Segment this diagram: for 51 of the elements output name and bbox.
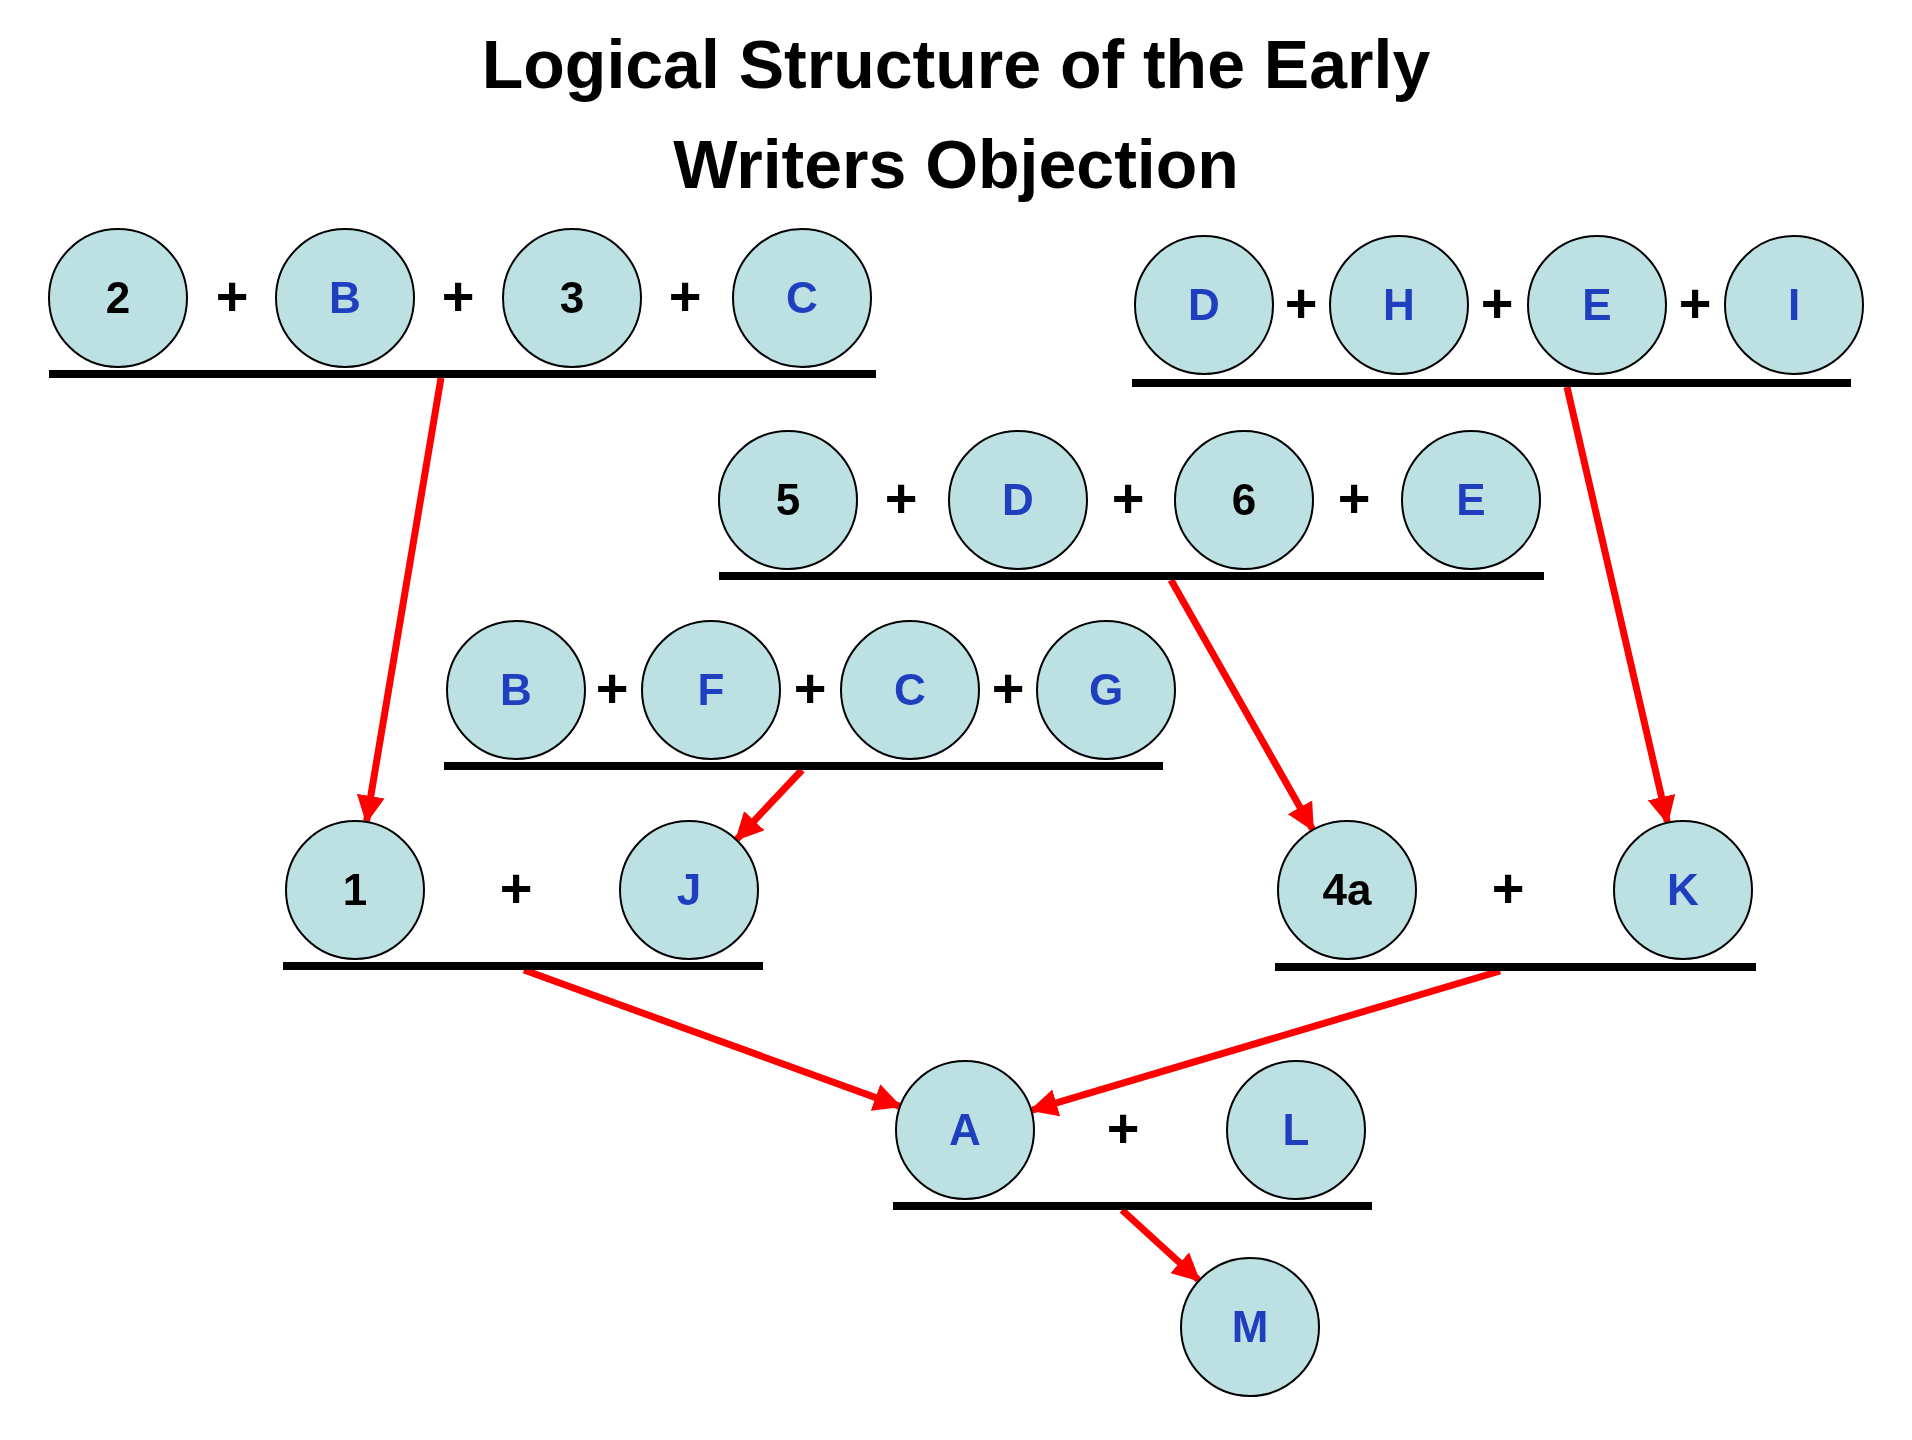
- statement-circle: B: [446, 620, 586, 760]
- statement-circle: D: [1134, 235, 1274, 375]
- arrow: [1167, 578, 1316, 832]
- plus-sign: +: [1336, 470, 1372, 526]
- statement-circle: F: [641, 620, 781, 760]
- plus-sign: +: [1479, 275, 1515, 331]
- plus-sign: +: [1677, 275, 1713, 331]
- statement-circle: I: [1724, 235, 1864, 375]
- statement-circle: 4a: [1277, 820, 1417, 960]
- plus-sign: +: [1105, 1100, 1141, 1156]
- plus-sign: +: [440, 268, 476, 324]
- arrow: [734, 767, 805, 842]
- statement-circle: A: [895, 1060, 1035, 1200]
- statement-circle: D: [948, 430, 1088, 570]
- arrow: [356, 377, 445, 824]
- plus-sign: +: [792, 660, 828, 716]
- plus-sign: +: [990, 660, 1026, 716]
- statement-circle: L: [1226, 1060, 1366, 1200]
- underline-bar: [1132, 379, 1851, 387]
- statement-circle: K: [1613, 820, 1753, 960]
- statement-circle: M: [1180, 1257, 1320, 1397]
- arrow: [1563, 386, 1676, 825]
- underline-bar: [1275, 963, 1756, 971]
- plus-sign: +: [1490, 860, 1526, 916]
- underline-bar: [893, 1202, 1372, 1210]
- plus-sign: +: [214, 268, 250, 324]
- statement-circle: 2: [48, 228, 188, 368]
- underline-bar: [49, 370, 876, 378]
- statement-circle: H: [1329, 235, 1469, 375]
- underline-bar: [283, 962, 763, 970]
- statement-circle: C: [732, 228, 872, 368]
- statement-circle: B: [275, 228, 415, 368]
- statement-circle: 3: [502, 228, 642, 368]
- statement-circle: C: [840, 620, 980, 760]
- plus-sign: +: [1283, 275, 1319, 331]
- plus-sign: +: [667, 268, 703, 324]
- statement-circle: G: [1036, 620, 1176, 760]
- arrow: [1119, 1207, 1201, 1283]
- statement-circle: E: [1527, 235, 1667, 375]
- underline-bar: [719, 572, 1544, 580]
- title: Logical Structure of the Early Writers Objection: [480, 25, 1432, 204]
- statement-circle: E: [1401, 430, 1541, 570]
- plus-sign: +: [883, 470, 919, 526]
- plus-sign: +: [498, 860, 534, 916]
- statement-circle: 1: [285, 820, 425, 960]
- statement-circle: J: [619, 820, 759, 960]
- statement-circle: 5: [718, 430, 858, 570]
- statement-circle: 6: [1174, 430, 1314, 570]
- plus-sign: +: [1110, 470, 1146, 526]
- plus-sign: +: [594, 660, 630, 716]
- underline-bar: [444, 762, 1163, 770]
